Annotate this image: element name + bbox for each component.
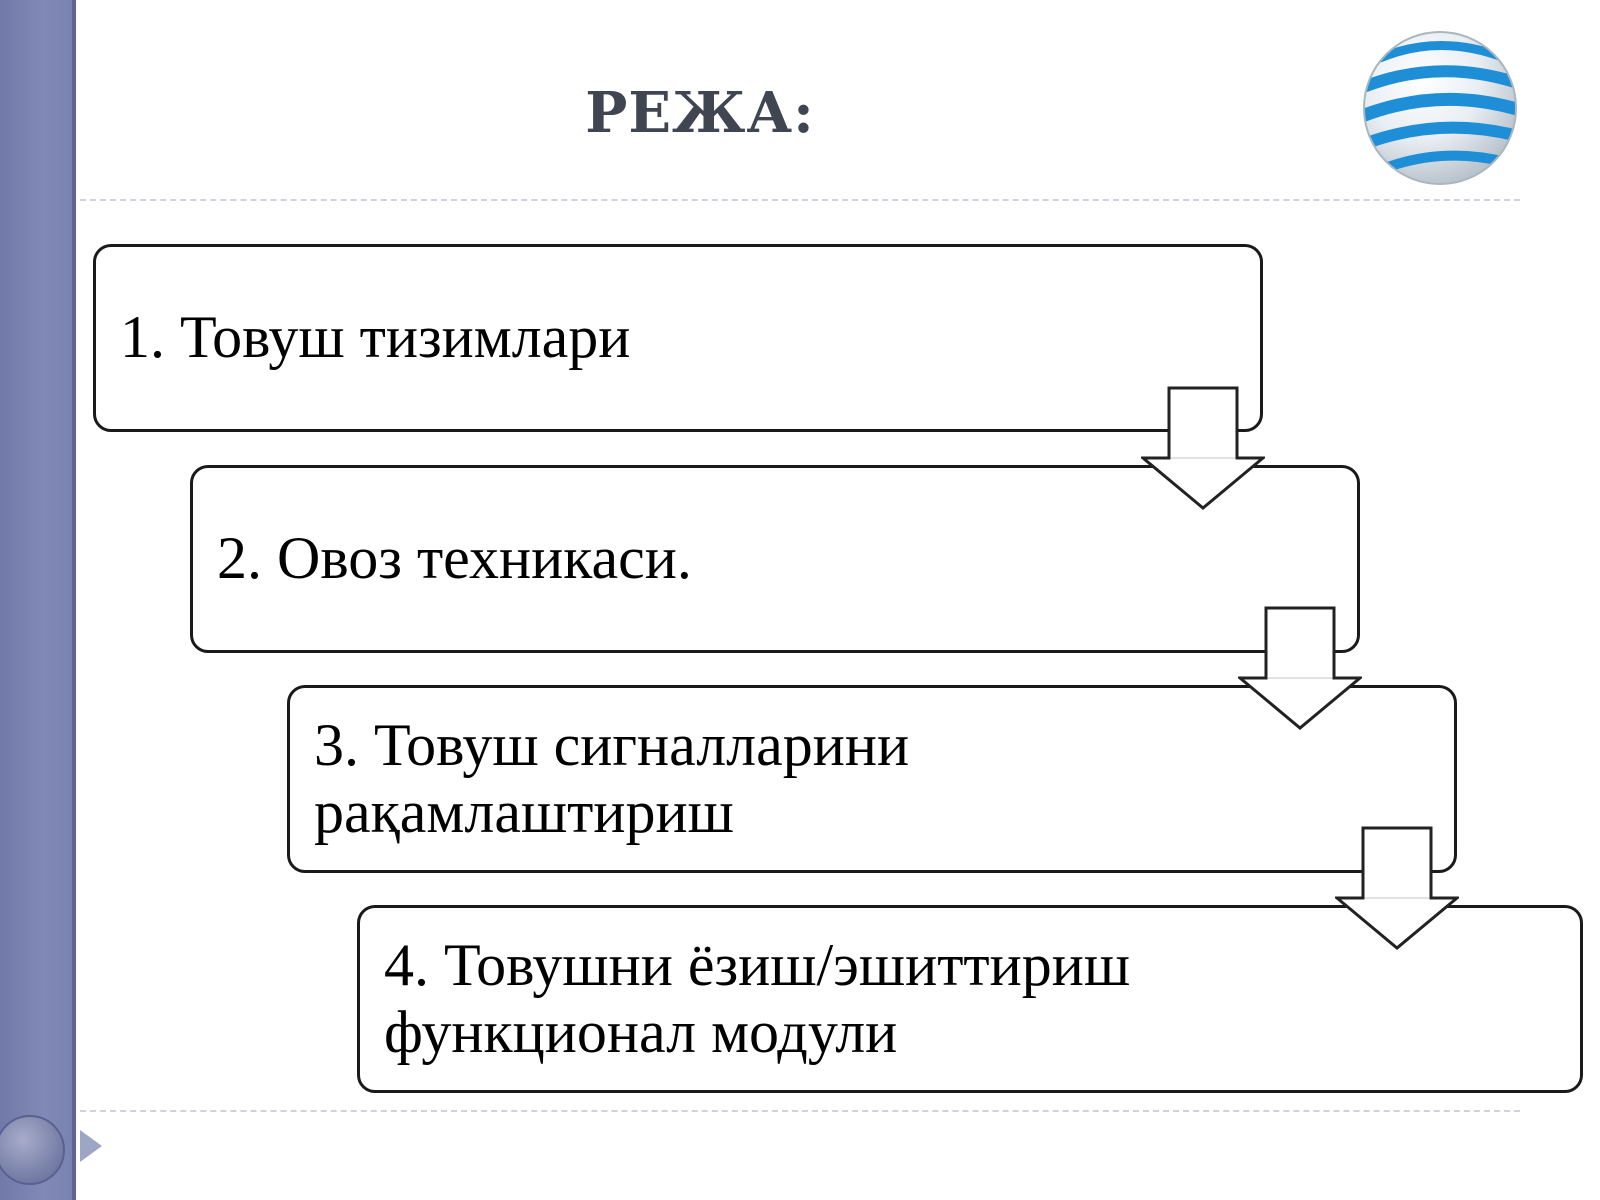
down-arrow-icon [1335,826,1459,950]
step-label-1: 1. Товуш тизимлари [120,304,631,371]
slide-title: РЕЖА: [585,80,815,146]
step-label-3: 3. Товуш сигналларини рақамлаштириш [314,711,910,845]
step-box-2: 2. Овоз техникаси. [190,465,1360,653]
left-sidebar [0,0,72,1200]
top-divider [80,199,1520,201]
step-label-4: 4. Товушни ёзиш/эшиттириш функционал мод… [384,931,1131,1065]
striped-globe-icon [1363,31,1517,185]
down-arrow-icon [1238,606,1362,730]
step-box-4: 4. Товушни ёзиш/эшиттириш функционал мод… [357,905,1583,1093]
step-box-3: 3. Товуш сигналларини рақамлаштириш [287,685,1457,873]
bottom-divider [80,1110,1520,1112]
down-arrow-icon [1141,386,1265,510]
circle-button-icon[interactable] [0,1112,68,1188]
step-box-1: 1. Товуш тизимлари [93,244,1263,432]
play-triangle-icon[interactable] [78,1128,104,1164]
step-label-2: 2. Овоз техникаси. [217,525,692,592]
sidebar-edge [72,0,76,1200]
